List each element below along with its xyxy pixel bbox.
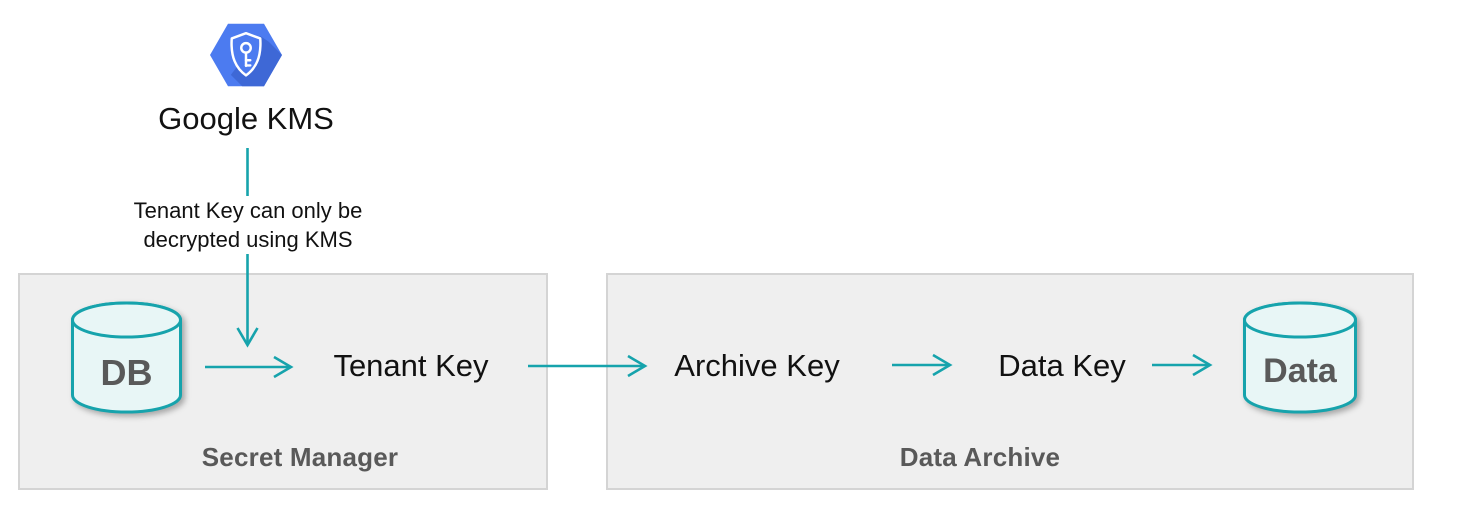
kms-annotation-line1: Tenant Key can only be (133, 198, 363, 223)
google-kms-label: Google KMS (158, 101, 334, 136)
secret-manager-title: Secret Manager (201, 442, 399, 472)
data-key-label: Data Key (998, 348, 1126, 383)
data-label: Data (1263, 352, 1337, 390)
db-label: DB (100, 352, 153, 393)
kms-annotation: Tenant Key can only be decrypted using K… (108, 196, 388, 254)
kms-annotation-line2: decrypted using KMS (143, 227, 353, 252)
data-archive-title: Data Archive (899, 442, 1061, 472)
archive-key-label: Archive Key (674, 348, 840, 383)
tenant-key-label: Tenant Key (333, 348, 489, 383)
db-cylinder-icon (71, 301, 182, 414)
data-cylinder-icon (1243, 301, 1357, 414)
google-kms-icon (210, 23, 282, 87)
